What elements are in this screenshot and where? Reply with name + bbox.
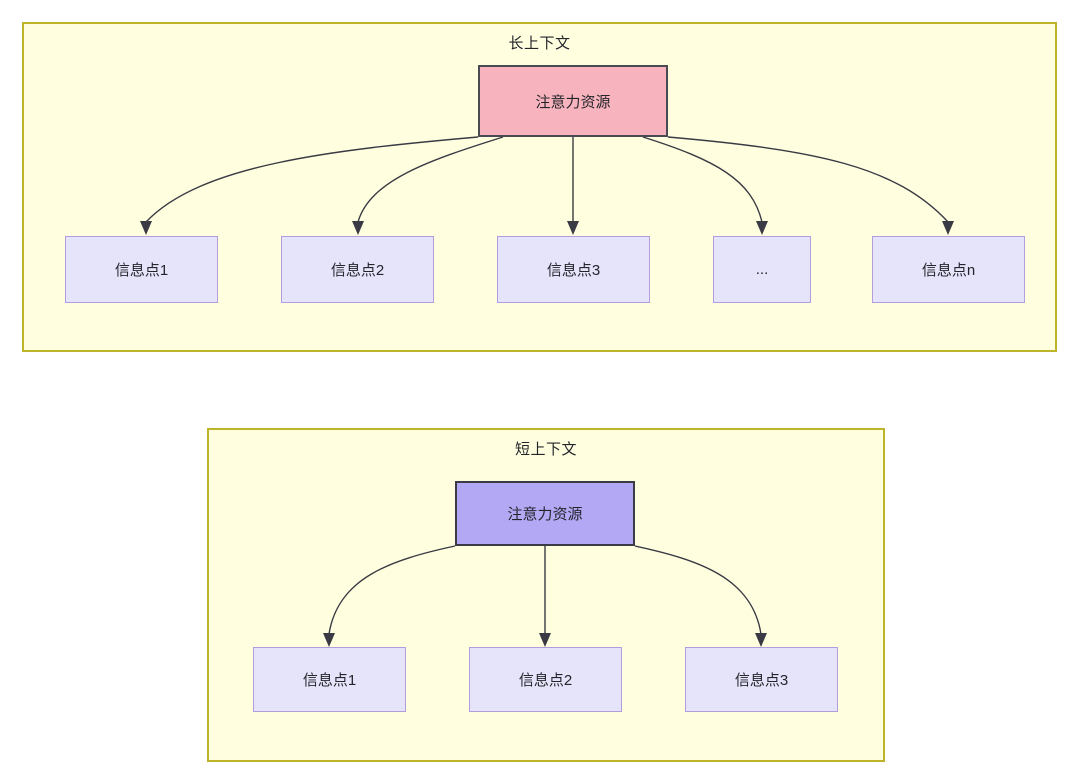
node-info-point-3-long[interactable]: 信息点3 bbox=[497, 236, 650, 303]
group-long-context-title: 长上下文 bbox=[508, 35, 571, 52]
node-info-point-1-long[interactable]: 信息点1 bbox=[65, 236, 218, 303]
node-label: 信息点3 bbox=[546, 262, 601, 279]
group-short-context-title: 短上下文 bbox=[514, 441, 577, 458]
node-attention-resource-long[interactable]: 注意力资源 bbox=[478, 65, 668, 137]
node-label: 信息点n bbox=[921, 262, 976, 279]
node-label: 信息点1 bbox=[114, 262, 169, 279]
node-info-point-1-short[interactable]: 信息点1 bbox=[253, 647, 406, 712]
node-info-point-n-long[interactable]: 信息点n bbox=[872, 236, 1025, 303]
node-info-point-2-long[interactable]: 信息点2 bbox=[281, 236, 434, 303]
node-label: ... bbox=[755, 261, 769, 278]
node-info-point-2-short[interactable]: 信息点2 bbox=[469, 647, 622, 712]
node-label: 信息点3 bbox=[734, 672, 789, 689]
node-info-point-3-short[interactable]: 信息点3 bbox=[685, 647, 838, 712]
node-label: 注意力资源 bbox=[535, 93, 611, 111]
node-label: 信息点1 bbox=[302, 672, 357, 689]
node-label: 信息点2 bbox=[330, 262, 385, 279]
node-label: 注意力资源 bbox=[507, 506, 583, 523]
node-attention-resource-short[interactable]: 注意力资源 bbox=[455, 481, 635, 546]
node-info-point-ellipsis-long[interactable]: ... bbox=[713, 236, 811, 303]
node-label: 信息点2 bbox=[518, 672, 573, 689]
